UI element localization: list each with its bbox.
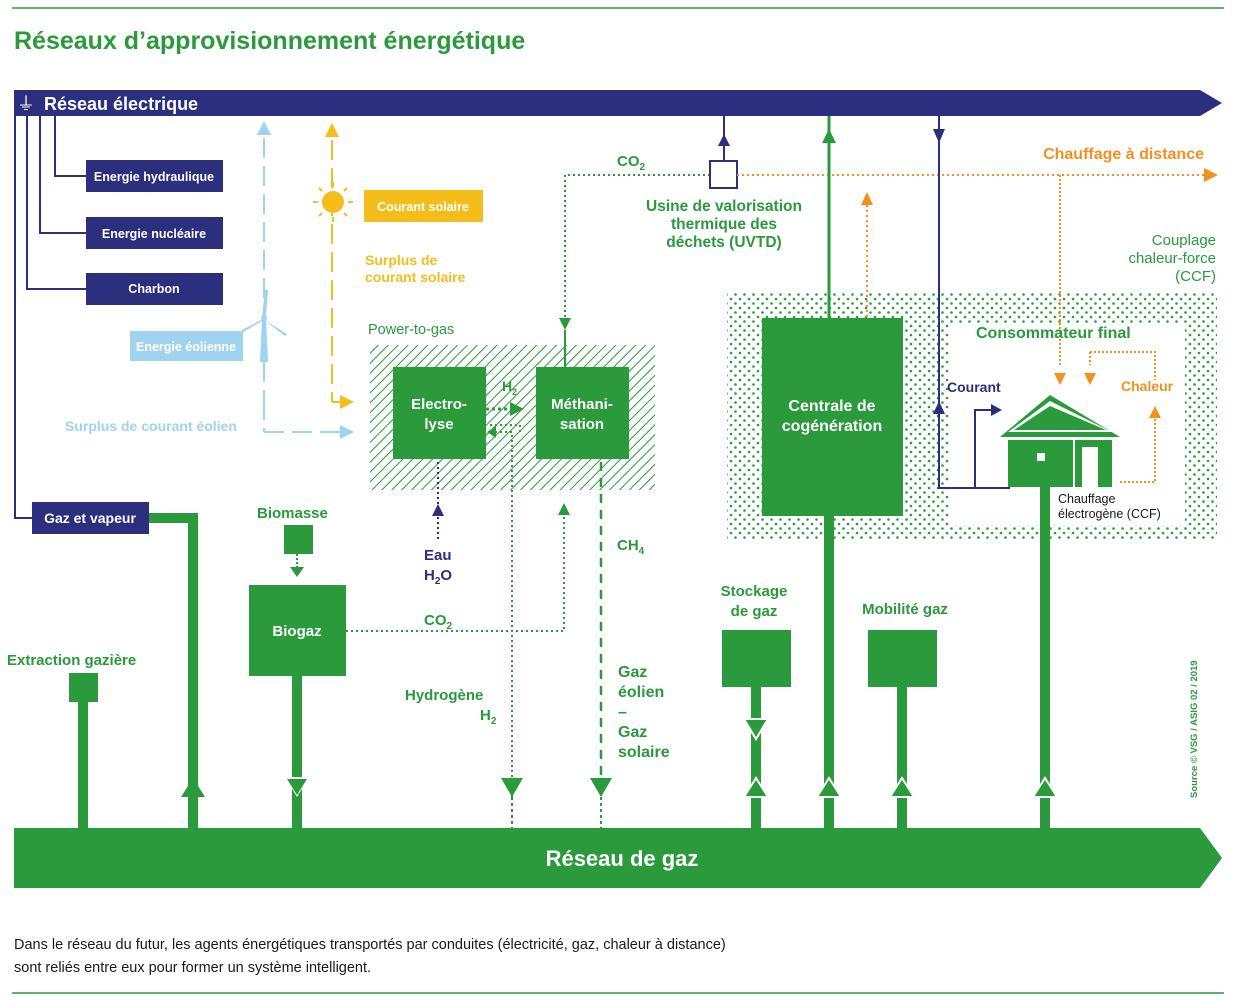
solar-label: Courant solaire — [377, 200, 469, 214]
heat-label: Chaleur — [1121, 378, 1174, 394]
wind-gas-label-5: solaire — [618, 744, 670, 761]
ch4-label: CH — [617, 537, 639, 554]
chp-plant-label-2: cogénération — [782, 418, 882, 435]
wind-gas-label-4: Gaz — [618, 724, 647, 741]
uvtd-label-2: thermique des — [671, 216, 777, 233]
wind-gas-label-1: Gaz — [618, 664, 647, 681]
uvtd-box — [709, 160, 738, 189]
wind-label: Energie éolienne — [136, 340, 236, 354]
nuclear-label: Energie nucléaire — [102, 227, 206, 241]
methanation-label-2: sation — [560, 416, 604, 433]
svg-text:H2: H2 — [480, 707, 497, 727]
gas-storage-label-1: Stockage — [721, 583, 788, 600]
gas-network-label: Réseau de gaz — [546, 846, 699, 871]
hydrogen-label-2: H — [480, 707, 491, 724]
methanation-box — [536, 367, 629, 459]
gas-mobility-box — [868, 630, 937, 687]
district-heating-label: Chauffage à distance — [1043, 146, 1204, 163]
uvtd-label-3: déchets (UVTD) — [666, 234, 781, 251]
hydrogen-label-1: Hydrogène — [405, 687, 483, 704]
electrolysis-label-1: Electro- — [411, 396, 467, 413]
svg-text:H2O: H2O — [424, 567, 452, 587]
solar-box — [364, 190, 483, 222]
gas-extraction-label: Extraction gazière — [7, 652, 136, 669]
water-label-1: Eau — [424, 547, 452, 564]
biogas-box — [249, 585, 346, 676]
ccf-label-3: (CCF) — [1175, 268, 1216, 285]
methanation-label-1: Méthani- — [551, 396, 613, 413]
house-icon — [1000, 395, 1120, 487]
gas-steam-box — [32, 502, 149, 534]
gas-mobility-label: Mobilité gaz — [862, 601, 948, 618]
ch4-label-sub: 4 — [639, 546, 645, 557]
biomass-label: Biomasse — [257, 505, 328, 522]
water-label-2-sub: 2 — [435, 576, 441, 587]
biomass-box — [284, 525, 313, 554]
hydro-box — [86, 160, 223, 192]
page-title: Réseaux d’approvisionnement énergétique — [14, 27, 525, 55]
gas-steam-label: Gaz et vapeur — [44, 510, 136, 526]
co2-uvtd-label: CO — [617, 153, 640, 170]
water-label-2: H — [424, 567, 435, 584]
gas-network-bar — [14, 828, 1222, 888]
power-to-gas-label: Power-to-gas — [368, 322, 454, 338]
final-consumer-label: Consommateur final — [976, 325, 1131, 342]
biogas-label: Biogaz — [272, 623, 321, 640]
caption: Dans le réseau du futur, les agents éner… — [14, 934, 914, 980]
caption-line-1: Dans le réseau du futur, les agents éner… — [14, 937, 726, 953]
chp-heating-label-2: électrogène (CCF) — [1058, 507, 1161, 521]
chp-heating-label-1: Chauffage — [1058, 492, 1116, 506]
wind-gas-label-3: – — [618, 704, 627, 721]
source-note: Source © VSG / ASIG 02 / 2019 — [1189, 660, 1200, 798]
gas-steam-arrow — [181, 778, 205, 797]
gas-extraction-box — [69, 673, 98, 702]
svg-text:CO2: CO2 — [617, 153, 646, 173]
caption-line-2: sont reliés entre eux pour former un sys… — [14, 960, 372, 976]
electric-network-bar — [14, 90, 1222, 116]
svg-text:H2: H2 — [502, 378, 517, 397]
solar-surplus-label-1: Surplus de — [365, 252, 438, 268]
wind-box — [130, 331, 243, 361]
chp-plant-label-1: Centrale de — [788, 398, 875, 415]
water-label-2-end: O — [440, 567, 452, 584]
solar-surplus-label-2: courant solaire — [365, 269, 466, 285]
electric-network-label: Réseau électrique — [44, 94, 198, 114]
co2-biogas-label: CO — [424, 612, 447, 629]
ccf-label-2: chaleur-force — [1128, 250, 1216, 267]
nuclear-box — [86, 217, 223, 249]
plug-icon: ⏚ — [17, 94, 35, 114]
svg-text:CH4: CH4 — [617, 537, 645, 557]
uvtd-label-1: Usine de valorisation — [646, 198, 802, 215]
sun-icon — [313, 182, 353, 222]
wind-turbine-icon — [240, 290, 287, 362]
gas-storage-box — [722, 630, 791, 687]
h2-label: H — [502, 378, 512, 394]
h2-label-sub: 2 — [512, 387, 517, 397]
svg-text:CO2: CO2 — [424, 612, 453, 632]
coal-label: Charbon — [128, 282, 179, 296]
current-label: Courant — [947, 379, 1001, 395]
electrolysis-label-2: lyse — [424, 416, 453, 433]
ccf-label-1: Couplage — [1152, 232, 1216, 249]
hydro-label: Energie hydraulique — [94, 170, 214, 184]
wind-surplus-label: Surplus de courant éolien — [65, 418, 237, 434]
gas-storage-label-2: de gaz — [731, 603, 778, 620]
co2-biogas-label-sub: 2 — [447, 621, 453, 632]
hydrogen-label-2-sub: 2 — [491, 716, 497, 727]
wind-gas-label-2: éolien — [618, 684, 664, 701]
coal-box — [86, 273, 223, 305]
co2-uvtd-label-sub: 2 — [640, 162, 646, 173]
electrolysis-box — [393, 367, 486, 459]
chp-plant-box — [762, 318, 903, 516]
